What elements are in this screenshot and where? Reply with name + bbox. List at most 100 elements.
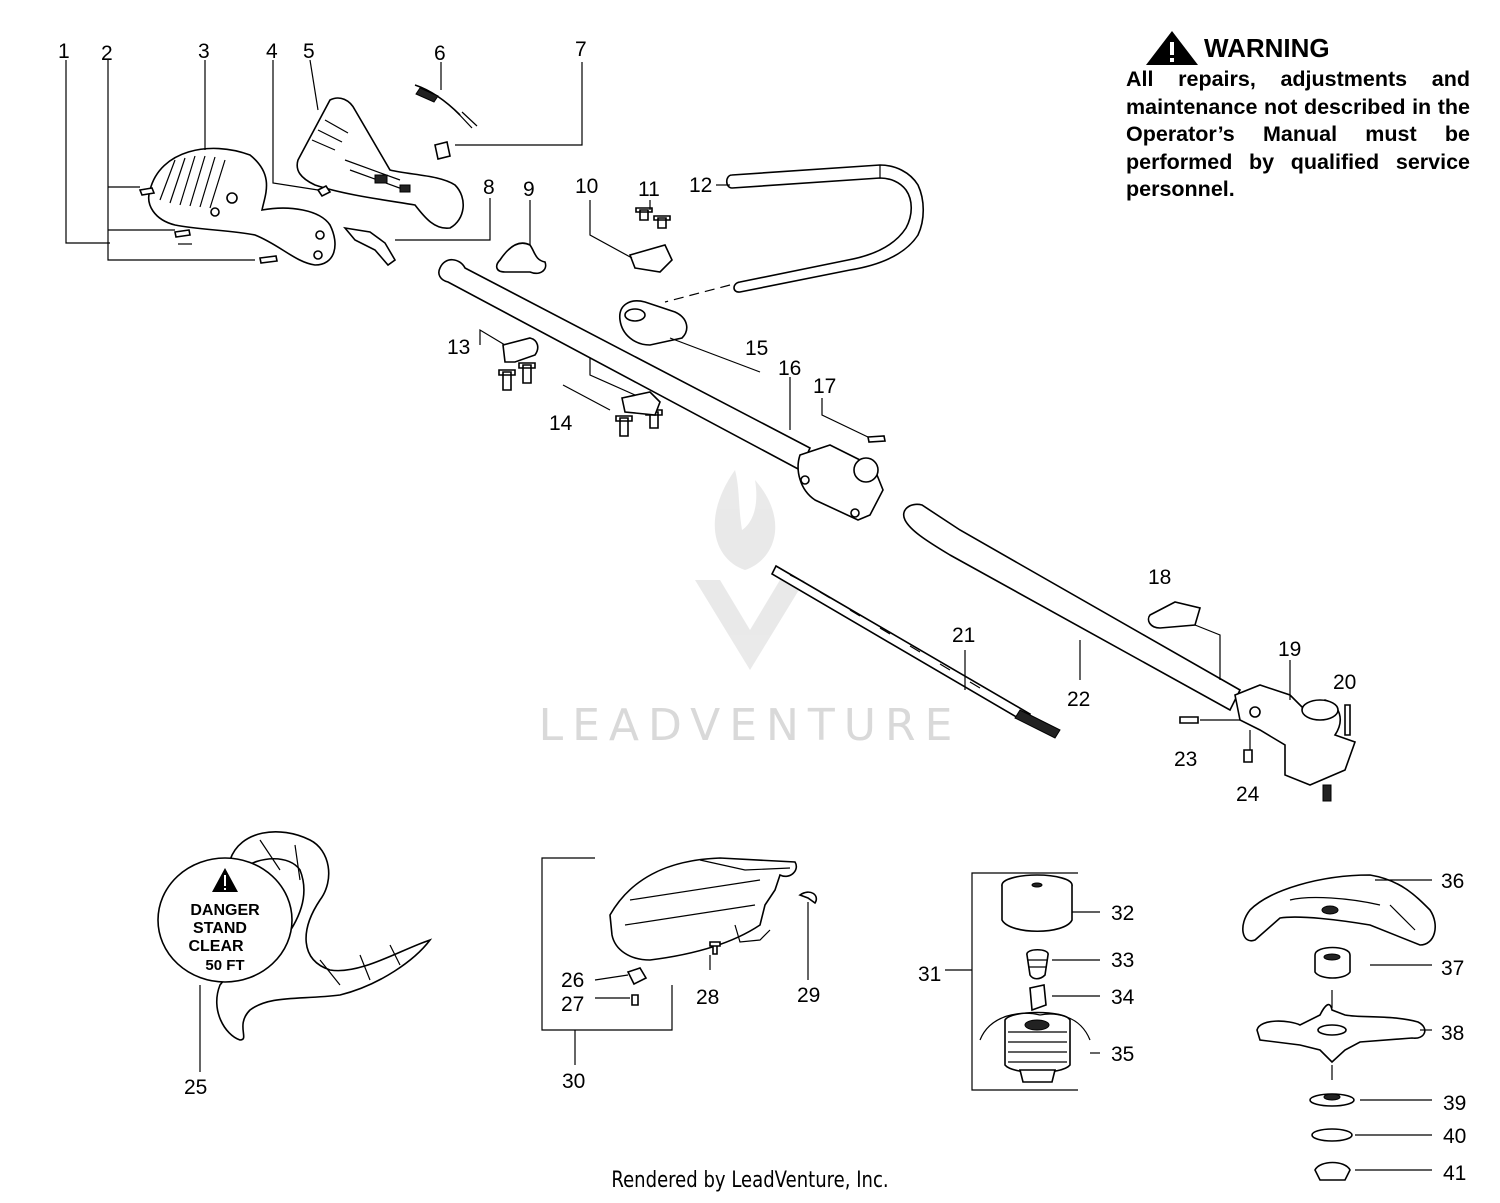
gearhead-19[interactable] — [1234, 684, 1357, 802]
callout-35: 35 — [1111, 1043, 1134, 1066]
callout-18: 18 — [1148, 566, 1171, 589]
callout-1: 1 — [58, 40, 70, 63]
leader-15 — [669, 337, 761, 373]
nut-26[interactable] — [626, 967, 648, 986]
decal-line4: 50 FT — [205, 957, 244, 974]
screws-14[interactable] — [498, 362, 663, 437]
trimmer-head-bracket-31 — [945, 872, 1078, 1091]
callout-24: 24 — [1236, 783, 1260, 806]
clamp-bracket-lower[interactable] — [621, 391, 661, 416]
screw-17[interactable] — [867, 435, 886, 443]
callout-15: 15 — [745, 337, 768, 360]
callout-37: 37 — [1441, 957, 1464, 980]
callout-6: 6 — [434, 42, 446, 65]
callout-29: 29 — [797, 984, 820, 1007]
spool-cover-32[interactable] — [1001, 874, 1100, 933]
leader-10-11 — [589, 200, 651, 259]
callout-39: 39 — [1443, 1092, 1466, 1115]
callout-27: 27 — [561, 993, 584, 1016]
callout-3: 3 — [198, 40, 210, 63]
callout-7: 7 — [575, 38, 587, 61]
callout-41: 41 — [1443, 1162, 1466, 1185]
switch-part[interactable] — [434, 141, 451, 160]
callout-5: 5 — [303, 40, 315, 63]
callout-17: 17 — [813, 375, 836, 398]
callout-34: 34 — [1111, 986, 1135, 1009]
spool-35[interactable] — [979, 1011, 1100, 1083]
callout-19: 19 — [1278, 638, 1301, 661]
blade-guard-36[interactable] — [1242, 874, 1436, 946]
callout-16: 16 — [778, 357, 801, 380]
warning-triangle-icon — [1146, 31, 1198, 65]
callout-38: 38 — [1441, 1022, 1464, 1045]
callout-36: 36 — [1441, 870, 1464, 893]
callout-14: 14 — [549, 412, 573, 435]
callout-23: 23 — [1174, 748, 1197, 771]
shield-bracket-18[interactable] — [1147, 601, 1202, 629]
danger-decal: DANGER STAND CLEAR 50 FT — [157, 857, 293, 983]
warning-text: All repairs, adjustments and maintenance… — [1126, 67, 1470, 201]
callout-33: 33 — [1111, 949, 1134, 972]
warning-heading: WARNING — [1144, 30, 1470, 66]
warning-box: WARNING All repairs, adjustments and mai… — [1126, 30, 1470, 204]
handle-housing-left[interactable] — [148, 147, 336, 266]
small-screw-4[interactable] — [316, 184, 332, 198]
eyelet-34[interactable] — [1029, 984, 1100, 1012]
handle-housing-right[interactable] — [296, 97, 464, 229]
throttle-trigger[interactable] — [343, 226, 397, 267]
leader-18 — [1194, 624, 1221, 680]
callout-25: 25 — [184, 1076, 207, 1099]
screws-11[interactable] — [635, 207, 671, 229]
callout-12: 12 — [689, 174, 712, 197]
callout-22: 22 — [1067, 688, 1090, 711]
assist-handle-12[interactable] — [725, 164, 925, 293]
hub-37[interactable] — [1314, 946, 1432, 979]
watermark-emblem — [695, 470, 805, 670]
decal-line3: CLEAR — [188, 938, 244, 955]
footer-credit: Rendered by LeadVenture, Inc. — [611, 1168, 889, 1193]
callout-9: 9 — [523, 178, 535, 201]
callout-32: 32 — [1111, 902, 1134, 925]
callout-numbers: 1 2 3 4 5 6 7 8 9 10 11 12 13 14 15 16 1… — [58, 38, 1466, 1185]
callout-2: 2 — [101, 42, 113, 65]
decal-line2: STAND — [193, 920, 247, 937]
guard-bracket-30 — [541, 857, 711, 1065]
leader-13 — [479, 328, 506, 346]
nut-41[interactable] — [1314, 1161, 1432, 1181]
clamp-bracket-10[interactable] — [628, 244, 673, 273]
decal-line1: DANGER — [190, 902, 260, 919]
callout-10: 10 — [575, 175, 598, 198]
blade-38[interactable] — [1256, 990, 1432, 1080]
shaft-coupler[interactable] — [797, 444, 884, 521]
callout-30: 30 — [562, 1070, 585, 1093]
washer-39[interactable] — [1309, 1093, 1432, 1107]
screw-28[interactable] — [709, 941, 721, 955]
dashed-link-12 — [664, 284, 731, 303]
handle-clamp-9[interactable] — [495, 242, 547, 275]
handle-screws[interactable] — [138, 187, 278, 264]
washer-40[interactable] — [1311, 1128, 1432, 1142]
screw-24[interactable] — [1243, 749, 1253, 763]
upper-shaft-16[interactable] — [438, 258, 812, 472]
clamp-13[interactable] — [502, 337, 539, 363]
callout-4: 4 — [266, 40, 278, 63]
callout-31: 31 — [918, 963, 941, 986]
watermark: LEADVENTURE — [538, 700, 962, 751]
knob-clamp-15[interactable] — [619, 300, 688, 346]
screw-23[interactable] — [1179, 716, 1199, 724]
spring-33[interactable] — [1026, 948, 1100, 980]
trimmer-guard[interactable] — [609, 857, 798, 961]
callout-28: 28 — [696, 986, 719, 1009]
warning-title: WARNING — [1204, 32, 1330, 63]
callout-21: 21 — [952, 624, 975, 647]
lower-shaft-22[interactable] — [903, 503, 1242, 712]
callout-40: 40 — [1443, 1125, 1466, 1148]
clip-29[interactable] — [798, 891, 818, 905]
callout-11: 11 — [638, 178, 660, 201]
callout-26: 26 — [561, 969, 584, 992]
callout-8: 8 — [483, 176, 495, 199]
screw-20[interactable] — [1344, 704, 1351, 736]
wire-harness[interactable] — [414, 84, 478, 129]
screw-27[interactable] — [631, 994, 639, 1006]
